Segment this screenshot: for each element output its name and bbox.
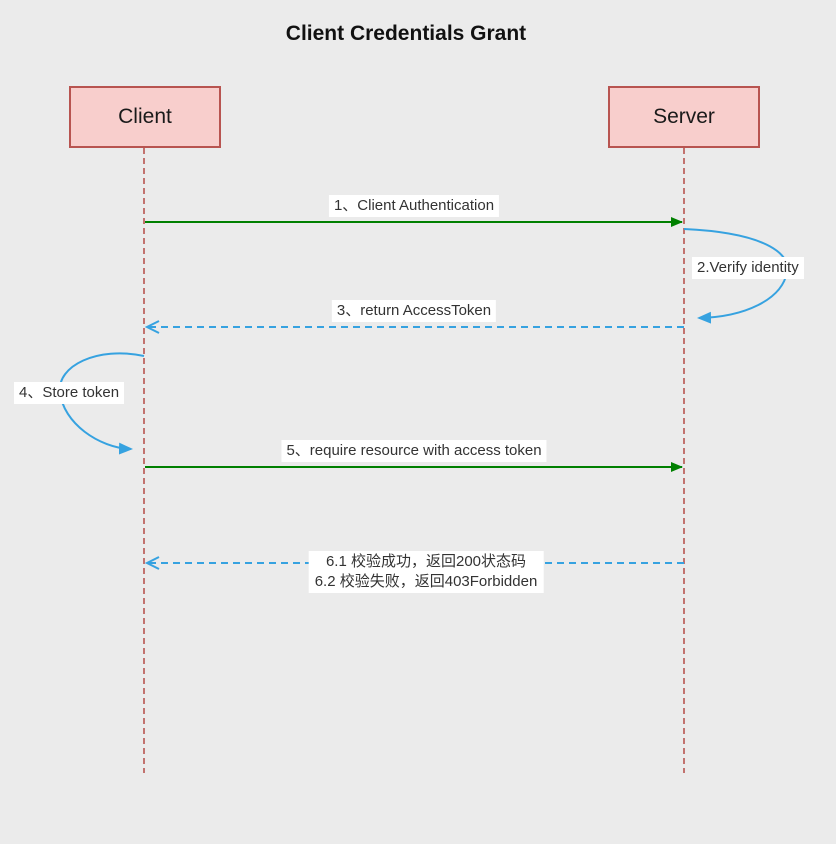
diagram-title: Client Credentials Grant [285,22,527,45]
message-6-label-line2: 6.2 校验失败，返回403Forbidden [314,573,538,590]
actor-client: Client [69,86,221,148]
message-3-label: 3、return AccessToken [331,300,497,322]
message-2-label: 2.Verify identity [692,257,804,279]
actor-server: Server [608,86,760,148]
message-6-label-line1: 6.1 校验成功，返回200状态码 [325,553,527,570]
message-4-label: 4、Store token [14,382,125,404]
actor-server-label: Server [653,105,715,128]
message-1-label: 1、Client Authentication [328,195,500,217]
actor-client-label: Client [118,105,172,128]
message-5-label: 5、require resource with access token [281,440,547,462]
message-6-label: 6.1 校验成功，返回200状态码 6.2 校验失败，返回403Forbidde… [308,551,544,593]
